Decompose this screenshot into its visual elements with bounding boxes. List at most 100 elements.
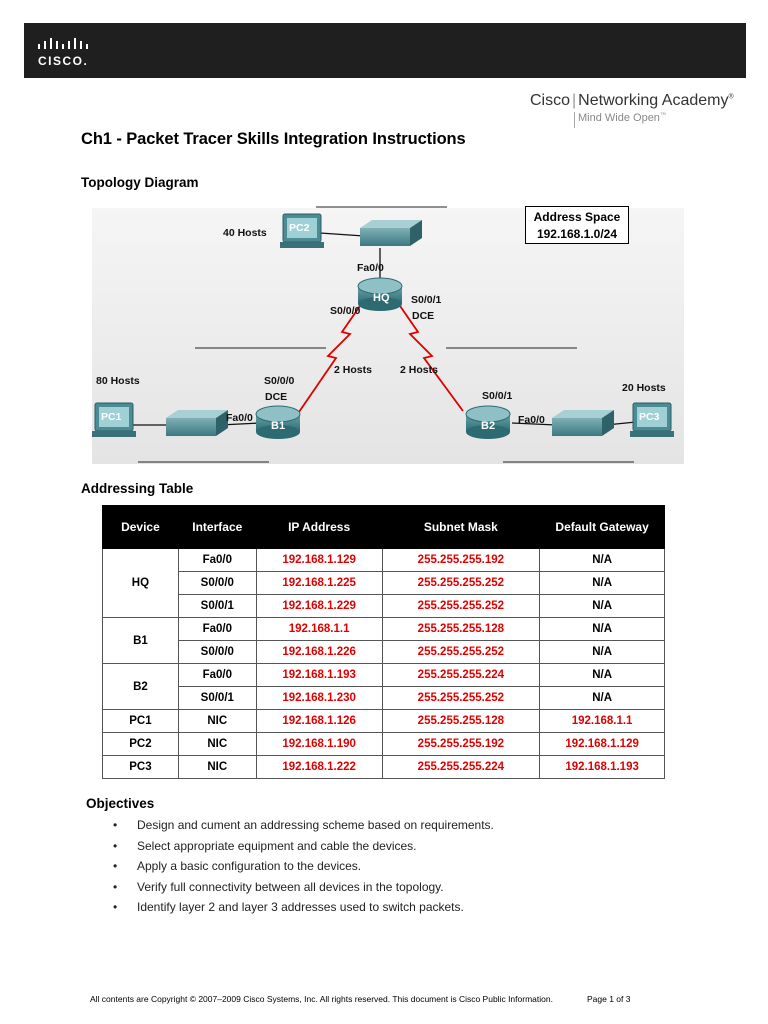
objective-text: Identify layer 2 and layer 3 addresses u… [137, 900, 464, 915]
table-row: B2 Fa0/0 192.168.1.193 255.255.255.224 N… [102, 663, 665, 710]
column-header-default-gateway: Default Gateway [539, 505, 665, 549]
ip-cell: 192.168.1.129 [255, 548, 383, 572]
interface-cell: S0/0/0 [177, 640, 257, 664]
list-item: • Design and cument an addressing scheme … [113, 818, 494, 839]
interface-cell: Fa0/0 [177, 617, 257, 641]
router-b1 [255, 405, 301, 439]
link-b2-switch [511, 422, 557, 426]
mask-cell: 255.255.255.192 [381, 548, 541, 572]
gateway-cell: 192.168.1.193 [539, 755, 665, 779]
topology-diagram: Address Space 192.168.1.0/24 PC2 PC1 PC3… [92, 200, 684, 468]
cisco-wordmark: CISCO. [38, 54, 89, 68]
mask-cell: 255.255.255.192 [381, 732, 541, 756]
hosts-20-label: 20 Hosts [622, 382, 666, 394]
pc1-computer [92, 402, 136, 437]
mask-cell: 255.255.255.128 [381, 617, 541, 641]
academy-tagline-mark: ™ [659, 112, 666, 119]
b1-fa00-label: Fa0/0 [226, 412, 253, 424]
table-row: PC3 NIC 192.168.1.222 255.255.255.224 19… [102, 755, 665, 779]
gateway-cell: N/A [539, 594, 665, 618]
table-row: S0/0/1 192.168.1.229 255.255.255.252 N/A [103, 594, 665, 618]
ip-cell: 192.168.1.1 [255, 617, 383, 641]
interface-cell: Fa0/0 [177, 548, 257, 572]
b1-dce-label: DCE [265, 391, 288, 403]
gateway-cell: 192.168.1.1 [539, 709, 665, 733]
academy-name-networking: Networking Academy [578, 92, 729, 109]
b2-label: B2 [481, 420, 496, 432]
bullet-marker: • [113, 879, 118, 894]
table-header-row: Device Interface IP Address Subnet Mask … [102, 505, 665, 549]
address-space-value: 192.168.1.0/24 [536, 227, 618, 241]
switch-b1-lan [166, 410, 228, 436]
hq-s001-label: S0/0/1 [411, 294, 442, 306]
router-hq [357, 277, 403, 311]
gateway-cell: 192.168.1.129 [539, 732, 665, 756]
list-item: •Identify layer 2 and layer 3 addresses … [113, 900, 494, 921]
ip-cell: 192.168.1.229 [255, 594, 383, 618]
pc2-label: PC2 [289, 222, 310, 234]
page-title: Ch1 - Packet Tracer Skills Integration I… [81, 130, 466, 148]
footer-copyright: All contents are Copyright © 2007–2009 C… [90, 994, 553, 1004]
column-header-subnet-mask: Subnet Mask [381, 505, 541, 549]
table-row: S0/0/0 192.168.1.225 255.255.255.252 N/A [103, 571, 665, 595]
academy-divider [574, 112, 575, 128]
bullet-marker: • [113, 818, 118, 832]
hosts-2-left-label: 2 Hosts [334, 364, 372, 376]
cisco-bars-icon [38, 38, 88, 49]
device-cell: B1 [102, 617, 179, 664]
serial-link-hq-b2 [397, 302, 464, 412]
hq-fa00-label: Fa0/0 [357, 262, 384, 274]
hosts-2-right-label: 2 Hosts [400, 364, 438, 376]
list-item: •Apply a basic configuration to the devi… [113, 859, 494, 880]
interface-cell: NIC [177, 755, 257, 779]
objective-text: Design and cument an addressing scheme b… [137, 818, 494, 832]
hq-s000-label: S0/0/0 [330, 305, 361, 317]
hosts-80-label: 80 Hosts [96, 375, 140, 387]
device-cell: B2 [102, 663, 179, 710]
addressing-heading: Addressing Table [81, 481, 194, 496]
objective-text: Apply a basic configuration to the devic… [137, 859, 362, 874]
gateway-cell: N/A [539, 686, 665, 710]
column-header-ip-address: IP Address [255, 505, 383, 549]
interface-cell: S0/0/0 [177, 571, 257, 595]
switch-hq-lan [360, 220, 422, 246]
pc3-label: PC3 [639, 411, 660, 423]
table-row: PC1 NIC 192.168.1.126 255.255.255.128 19… [102, 709, 665, 733]
mask-cell: 255.255.255.224 [381, 755, 541, 779]
mask-cell: 255.255.255.224 [381, 663, 541, 687]
academy-registered-mark: ® [728, 93, 734, 101]
b2-s001-label: S0/0/1 [482, 390, 513, 402]
device-cell: PC2 [102, 732, 179, 756]
router-b2 [465, 405, 511, 439]
topology-heading: Topology Diagram [81, 175, 199, 190]
device-cell: HQ [102, 548, 179, 618]
interface-cell: S0/0/1 [177, 594, 257, 618]
interface-cell: Fa0/0 [177, 663, 257, 687]
address-space-label: Address Space [533, 210, 621, 224]
ip-cell: 192.168.1.126 [255, 709, 383, 733]
device-cell: PC1 [102, 709, 179, 733]
addressing-table: Device Interface IP Address Subnet Mask … [102, 505, 665, 779]
pc3-computer [630, 402, 674, 437]
mask-cell: 255.255.255.128 [381, 709, 541, 733]
table-row: B1 Fa0/0 192.168.1.1 255.255.255.128 N/A [102, 617, 665, 664]
b2-fa00-label: Fa0/0 [518, 414, 545, 426]
gateway-cell: N/A [539, 663, 665, 687]
column-header-interface: Interface [177, 505, 257, 549]
serial-link-hq-b1 [298, 302, 363, 413]
hq-dce-label: DCE [412, 310, 435, 322]
list-item: •Select appropriate equipment and cable … [113, 839, 494, 860]
pc2-computer [280, 213, 324, 248]
ip-cell: 192.168.1.190 [255, 732, 383, 756]
b1-label: B1 [271, 420, 286, 432]
objectives-heading: Objectives [86, 796, 155, 811]
switch-b2-lan [552, 410, 614, 436]
academy-separator: | [572, 92, 577, 109]
objectives-list: • Design and cument an addressing scheme … [113, 818, 494, 921]
gateway-cell: N/A [539, 571, 665, 595]
gateway-cell: N/A [539, 617, 665, 641]
cisco-banner: CISCO. [24, 23, 746, 78]
table-row: S0/0/1 192.168.1.230 255.255.255.252 N/A [103, 686, 665, 710]
ip-cell: 192.168.1.225 [255, 571, 383, 595]
b1-s000-label: S0/0/0 [264, 375, 295, 387]
